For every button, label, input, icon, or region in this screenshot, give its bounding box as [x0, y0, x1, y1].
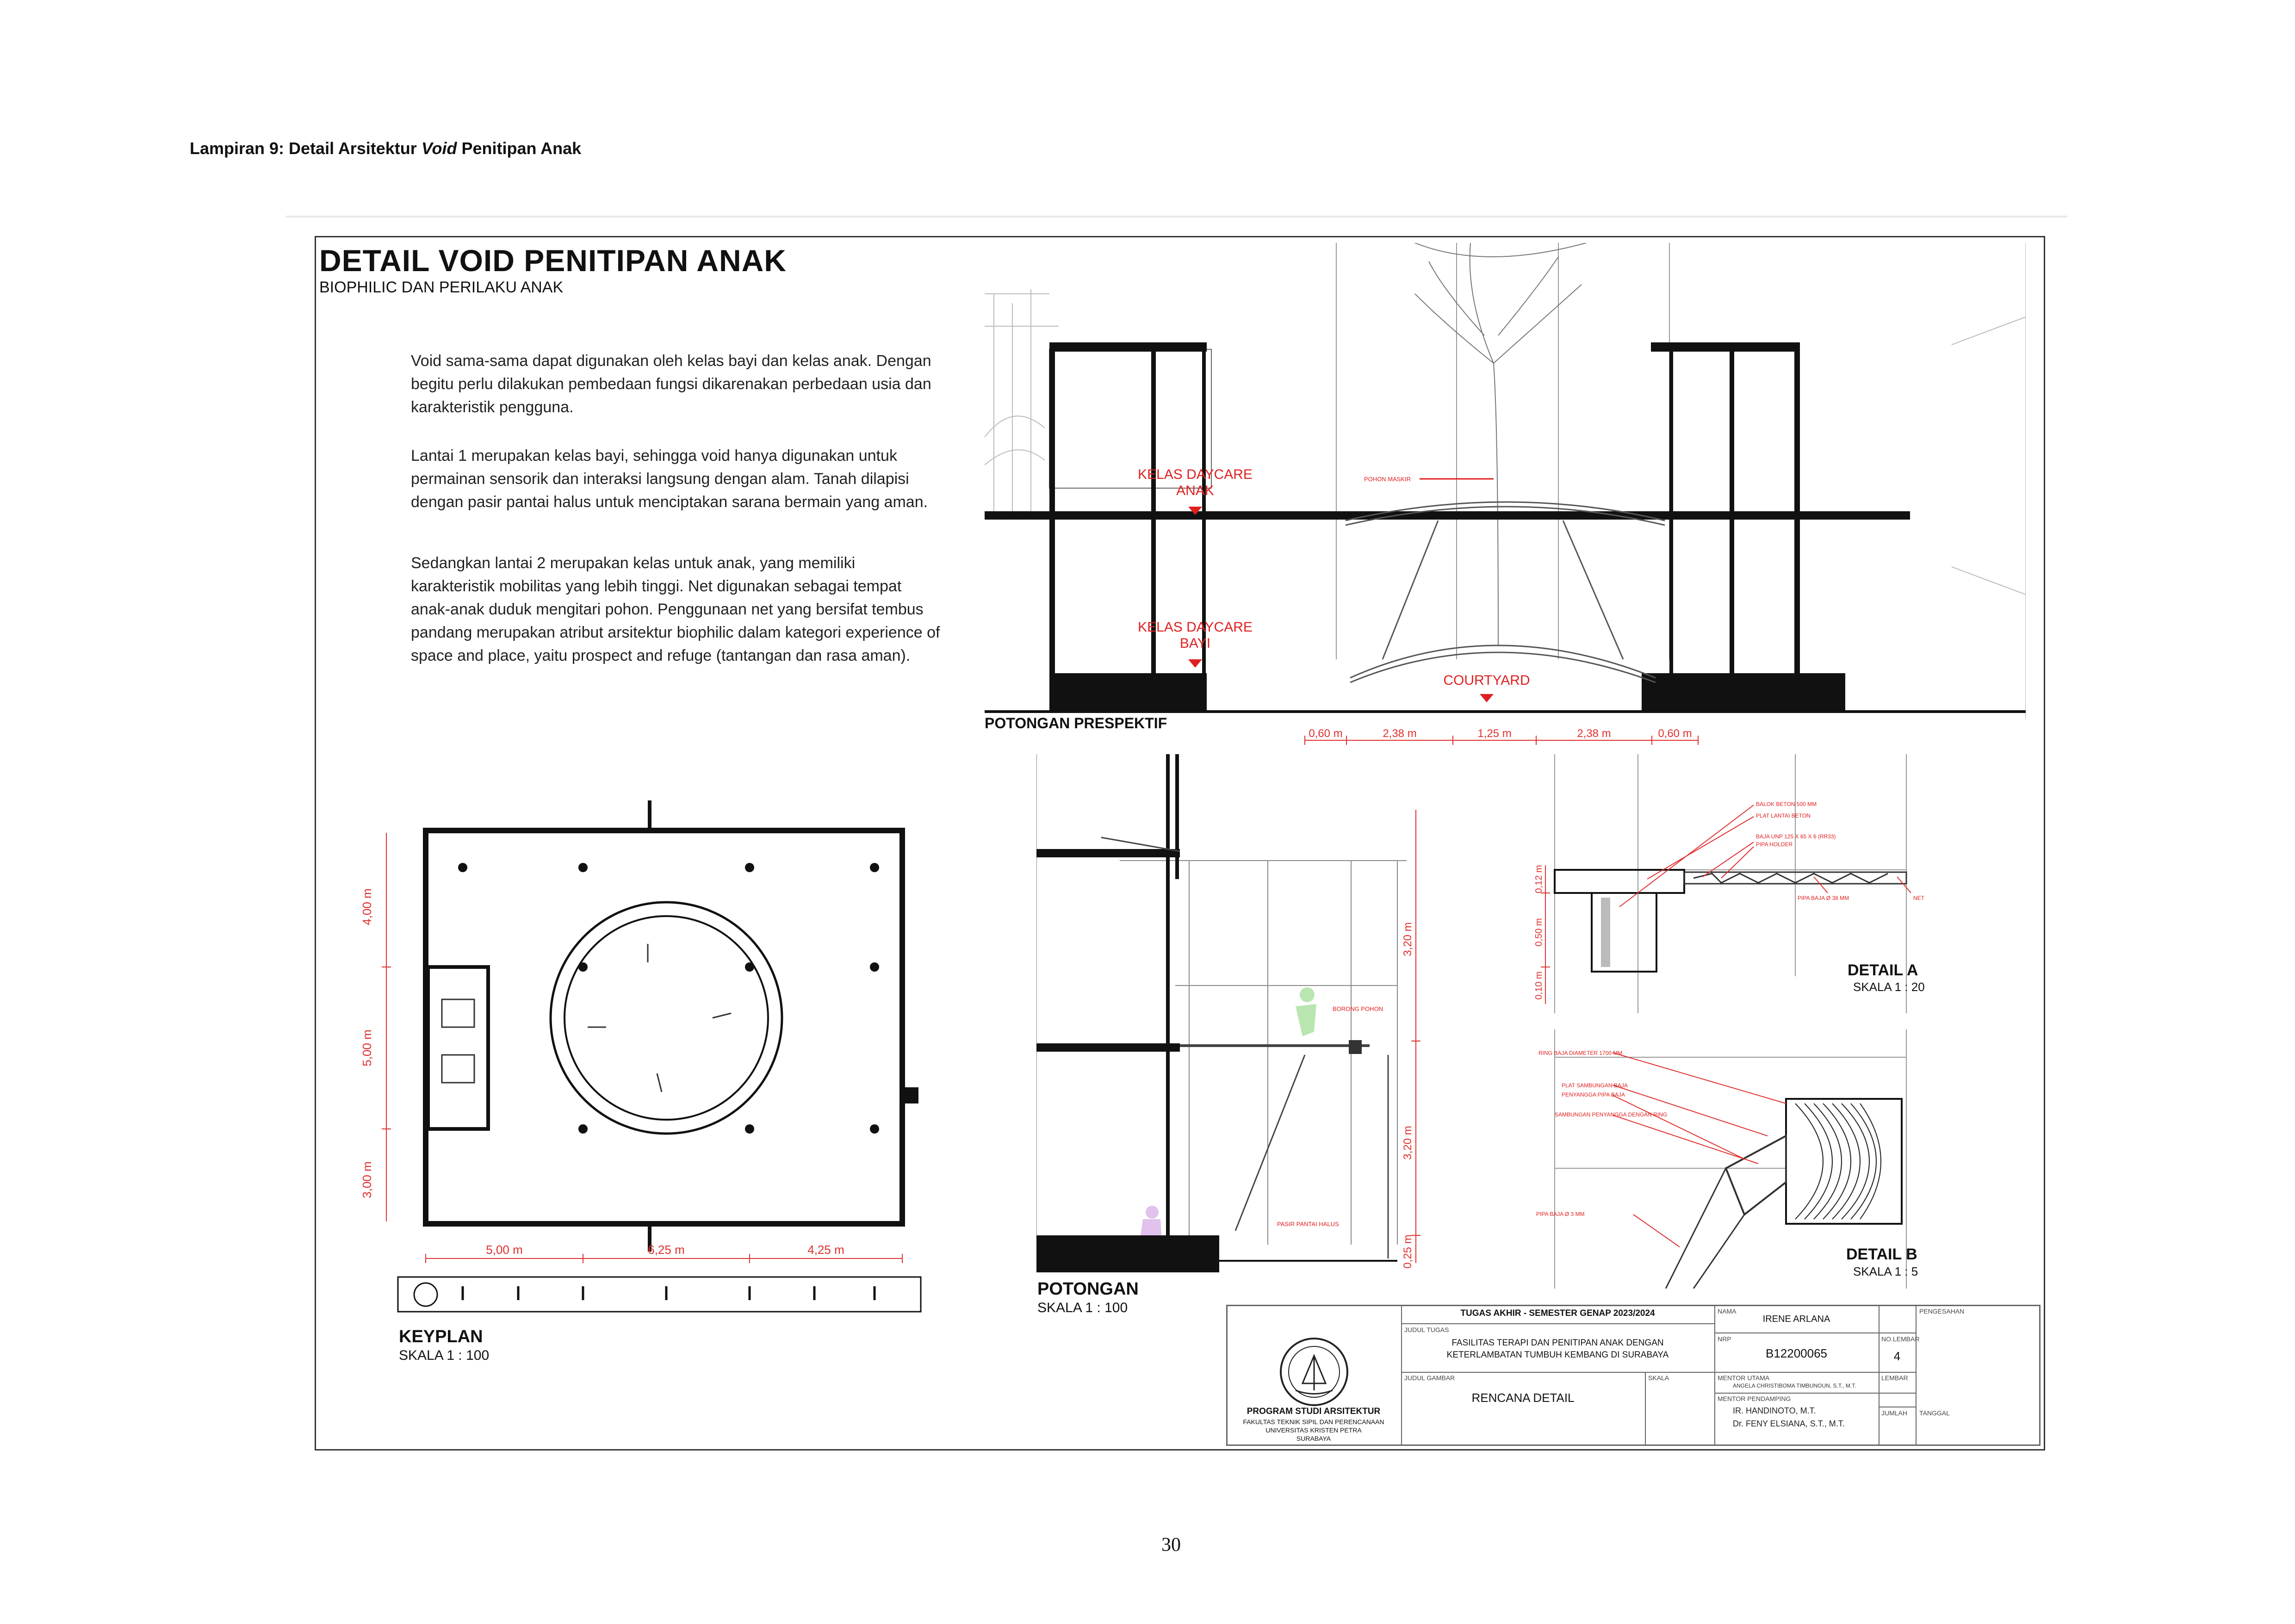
paragraph-2: Lantai 1 merupakan kelas bayi, sehingga … — [411, 447, 928, 511]
detail-a-tag-2: PLAT LANTAI BETON — [1756, 812, 1811, 819]
mentor-pendamping: IR. HANDINOTO, M.T.Dr. FENY ELSIANA, S.T… — [1733, 1406, 1845, 1428]
detail-b-tag-4: SAMBUNGAN PENYANGGA DENGAN RING — [1555, 1111, 1667, 1118]
nomor-lembar: 4 — [1893, 1349, 1901, 1363]
detail-a-dim-3: 0,10 m — [1534, 971, 1544, 999]
detail-b-tag-5: PIPA BAJA Ø 3 MM — [1536, 1211, 1584, 1217]
keyplan-dim-h1: 5,00 m — [486, 1243, 523, 1257]
dim-1: 0,60 m — [1309, 727, 1342, 740]
keyplan-scale: SKALA 1 : 100 — [399, 1348, 490, 1363]
university-seal — [1280, 1338, 1348, 1406]
mentor-pendamping-label: MENTOR PENDAMPING — [1718, 1395, 1791, 1402]
detail-a-tag-1: BALOK BETON 500 MM — [1756, 801, 1817, 807]
keyplan-dim-v1: 4,00 m — [360, 888, 374, 925]
tag-kelas-anak-2: ANAK — [1176, 483, 1214, 498]
keyplan-drawing: 4,00 m 5,00 m 3,00 m 5,00 m 6,25 m 4,25 … — [360, 800, 922, 1313]
detail-a-tag-5: PIPA BAJA Ø 38 MM — [1798, 895, 1849, 901]
dim-2: 2,38 m — [1383, 727, 1416, 740]
detail-b-tag-1: RING BAJA DIAMETER 1700 MM — [1538, 1050, 1622, 1056]
tanggal-label: TANGGAL — [1919, 1409, 1950, 1417]
tag-kelas-bayi-1: KELAS DAYCARE — [1138, 620, 1253, 635]
keyplan-label: KEYPLAN — [399, 1327, 483, 1346]
judul-tugas: FASILITAS TERAPI DAN PENITIPAN ANAK DENG… — [1446, 1338, 1669, 1360]
sheet-subtitle: BIOPHILIC DAN PERILAKU ANAK — [319, 279, 564, 296]
program-name: PROGRAM STUDI ARSITEKTUR — [1247, 1407, 1381, 1416]
nrp: B12200065 — [1765, 1346, 1828, 1360]
nama: IRENE ARLANA — [1762, 1314, 1830, 1324]
section-tag-pohon: BORONG POHON — [1333, 1005, 1383, 1012]
section-scale: SKALA 1 : 100 — [1037, 1300, 1128, 1315]
nrp-label: NRP — [1718, 1335, 1731, 1343]
keyplan-dim-h2: 6,25 m — [648, 1243, 685, 1257]
detail-a-drawing: 0,12 m 0,50 m 0,10 m BALOK BETON 500 MM … — [1534, 754, 1925, 1013]
detail-a-tag-6: NET — [1913, 895, 1925, 901]
page-title: Lampiran 9: Detail Arsitektur Void Penit… — [190, 139, 582, 158]
keyplan-dim-v2: 5,00 m — [360, 1029, 374, 1066]
section-dim-2: 3,20 m — [1402, 1126, 1414, 1159]
judul-tugas-label: JUDUL TUGAS — [1404, 1326, 1449, 1333]
nomor-label: NO.LEMBAR — [1881, 1335, 1920, 1343]
nama-label: NAMA — [1718, 1308, 1737, 1315]
dim-4: 2,38 m — [1577, 727, 1611, 740]
perspective-label: POTONGAN PRESPEKTIF — [985, 715, 1167, 731]
section-tag-pasir: PASIR PANTAI HALUS — [1277, 1221, 1339, 1227]
mentor-utama: ANGELA CHRISTIBOMA TIMBUNOUN, S.T., M.T. — [1733, 1382, 1856, 1389]
lembar-label: LEMBAR — [1881, 1374, 1908, 1382]
tag-courtyard: COURTYARD — [1443, 673, 1530, 688]
section-dim-1: 3,20 m — [1402, 922, 1414, 956]
detail-a-dim-2: 0,50 m — [1534, 918, 1544, 946]
perspective-dimensions: 0,60 m 2,38 m 1,25 m 2,38 m 0,60 m — [1304, 727, 1699, 745]
sheet-title: DETAIL VOID PENITIPAN ANAK — [319, 243, 787, 278]
detail-a-scale: SKALA 1 : 20 — [1853, 980, 1925, 994]
detail-a-dim-1: 0,12 m — [1534, 865, 1544, 893]
keyplan-dim-h3: 4,25 m — [807, 1243, 844, 1257]
detail-b-scale: SKALA 1 : 5 — [1853, 1264, 1918, 1278]
title-block — [1226, 1305, 2041, 1446]
detail-b-tag-3: PENYANGGA PIPA BAJA — [1562, 1091, 1625, 1098]
tag-pohon: POHON MASKIR — [1364, 476, 1411, 483]
detail-b-drawing: RING BAJA DIAMETER 1700 MM PLAT SAMBUNGA… — [1536, 1029, 1907, 1289]
page-number: 30 — [1161, 1534, 1181, 1556]
detail-b-label: DETAIL B — [1846, 1246, 1917, 1263]
jumlah-label: JUMLAH — [1881, 1409, 1908, 1417]
judul-gambar-label: JUDUL GAMBAR — [1404, 1374, 1455, 1382]
mentor-utama-label: MENTOR UTAMA — [1718, 1374, 1770, 1382]
dim-3: 1,25 m — [1477, 727, 1511, 740]
detail-a-label: DETAIL A — [1848, 961, 1918, 979]
judul-gambar: RENCANA DETAIL — [1471, 1391, 1575, 1405]
divider — [286, 216, 2067, 217]
dim-5: 0,60 m — [1658, 727, 1692, 740]
perspective-section-drawing: KELAS DAYCARE ANAK KELAS DAYCARE BAYI CO… — [985, 243, 2026, 719]
tugas-title: TUGAS AKHIR - SEMESTER GENAP 2023/2024 — [1460, 1308, 1655, 1318]
detail-b-tag-2: PLAT SAMBUNGAN BAJA — [1562, 1082, 1628, 1089]
tag-kelas-anak-1: KELAS DAYCARE — [1138, 467, 1253, 482]
section-dim-3: 0,25 m — [1402, 1234, 1414, 1268]
keyplan-dim-v3: 3,00 m — [360, 1161, 374, 1198]
detail-a-tag-3: BAJA UNP 125 X 65 X 6 (RR33) — [1756, 833, 1836, 840]
detail-a-tag-4: PIPA HOLDER — [1756, 841, 1793, 848]
paragraph-3: Sedangkan lantai 2 merupakan kelas untuk… — [411, 554, 940, 664]
section-label: POTONGAN — [1037, 1279, 1139, 1299]
skala-label: SKALA — [1648, 1374, 1669, 1382]
tag-kelas-bayi-2: BAYI — [1180, 636, 1210, 651]
pengesahan-label: PENGESAHAN — [1919, 1308, 1965, 1315]
section-drawing: 3,20 m 3,20 m 0,25 m BORONG POHON PASIR … — [1036, 754, 1420, 1272]
paragraph-1: Void sama-sama dapat digunakan oleh kela… — [411, 352, 931, 416]
